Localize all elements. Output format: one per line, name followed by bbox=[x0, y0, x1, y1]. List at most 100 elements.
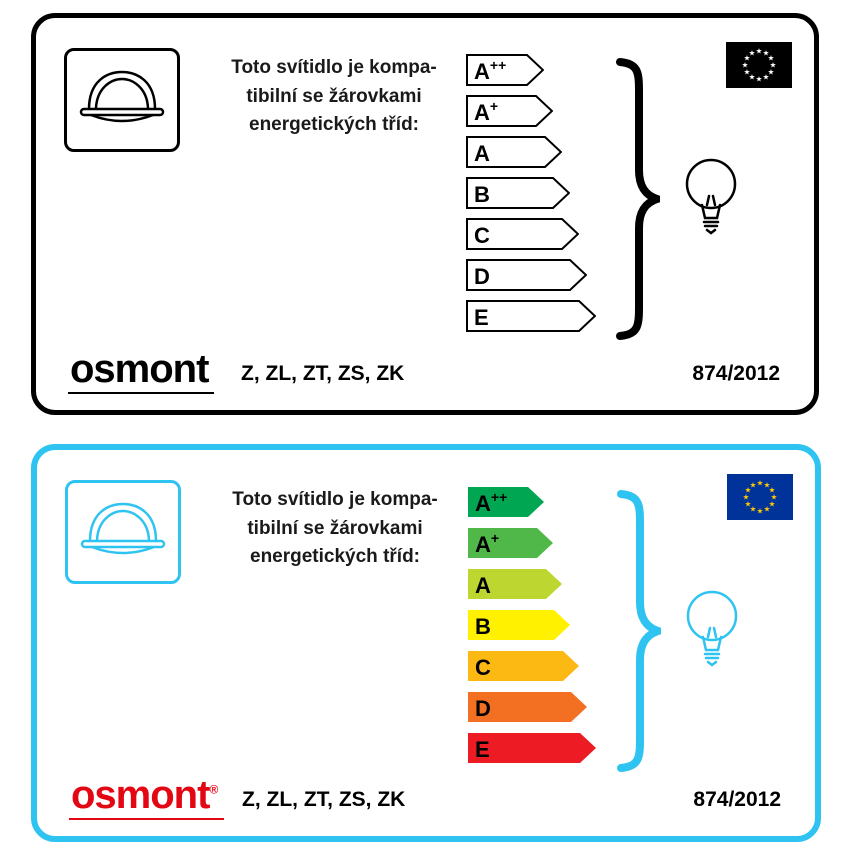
lamp-base-plate bbox=[79, 107, 165, 117]
energy-class-label: E bbox=[474, 305, 489, 330]
ceiling-lamp-icon bbox=[79, 70, 165, 123]
energy-arrow: A++ bbox=[468, 487, 544, 517]
energy-class-label: E bbox=[475, 737, 490, 762]
svg-text:★: ★ bbox=[763, 73, 770, 82]
svg-text:★: ★ bbox=[756, 75, 763, 84]
lamp-base-plate bbox=[80, 539, 166, 549]
energy-arrow-shape bbox=[466, 95, 553, 127]
svg-text:★: ★ bbox=[745, 500, 752, 509]
brand-logo-text: osmont bbox=[70, 347, 209, 391]
energy-arrow: B bbox=[468, 610, 570, 640]
curly-brace-icon bbox=[616, 58, 660, 340]
energy-class-label: C bbox=[475, 655, 491, 680]
svg-text:★: ★ bbox=[763, 49, 770, 58]
regulation-number: 874/2012 bbox=[693, 788, 781, 811]
svg-text:★: ★ bbox=[770, 61, 777, 70]
energy-arrow: D bbox=[466, 259, 587, 291]
lamp-lens-arc bbox=[90, 113, 154, 123]
lamp-dome-inner bbox=[94, 77, 150, 109]
energy-arrow: E bbox=[466, 300, 596, 332]
svg-text:★: ★ bbox=[757, 479, 764, 488]
lamp-dome-inner bbox=[95, 509, 151, 541]
eu-flag-field bbox=[726, 42, 792, 88]
eu-flag-field bbox=[727, 474, 793, 520]
eu-flag-icon: ★★★ ★★★ ★★★ ★★★ bbox=[726, 42, 792, 88]
energy-class-scale: A++ A+ A B C D E bbox=[466, 54, 596, 332]
compatibility-text-line: Toto svítidlo je kompa- bbox=[232, 489, 438, 510]
energy-class-label: C bbox=[474, 223, 490, 248]
svg-text:★: ★ bbox=[749, 49, 756, 58]
energy-arrow: B bbox=[466, 177, 570, 209]
energy-arrow-shape bbox=[468, 733, 596, 763]
energy-arrow: A+ bbox=[468, 528, 553, 558]
compatibility-text-line: tibilní se žárovkami bbox=[247, 517, 423, 539]
eu-flag-stars: ★★★ ★★★ ★★★ ★★★ bbox=[742, 47, 777, 84]
compatibility-text: Toto svítidlo je kompa- tibilní se žárov… bbox=[184, 54, 484, 140]
svg-text:★: ★ bbox=[750, 505, 757, 514]
eu-flag-stars: ★★★ ★★★ ★★★ ★★★ bbox=[743, 479, 778, 516]
svg-text:★: ★ bbox=[744, 54, 751, 63]
energy-arrow-shape bbox=[466, 218, 579, 250]
energy-arrow-shape bbox=[466, 300, 596, 332]
svg-text:★: ★ bbox=[750, 481, 757, 490]
svg-text:★: ★ bbox=[768, 68, 775, 77]
svg-text:★: ★ bbox=[769, 486, 776, 495]
brand-logo: osmont bbox=[68, 347, 215, 394]
svg-text:★: ★ bbox=[756, 47, 763, 56]
luminaire-icon-box bbox=[64, 48, 180, 152]
compatibility-text-line: energetických tříd: bbox=[249, 114, 419, 135]
svg-text:★: ★ bbox=[764, 481, 771, 490]
energy-arrow: C bbox=[468, 651, 579, 681]
brand-logo: osmont® bbox=[69, 773, 225, 820]
energy-arrow: A+ bbox=[466, 95, 553, 127]
svg-text:★: ★ bbox=[764, 505, 771, 514]
svg-text:★: ★ bbox=[743, 493, 750, 502]
energy-arrow-shape bbox=[466, 136, 562, 168]
energy-arrow: C bbox=[466, 218, 579, 250]
energy-class-label: D bbox=[474, 264, 490, 289]
svg-text:★: ★ bbox=[769, 500, 776, 509]
brand-logo-text: osmont bbox=[71, 773, 210, 817]
compatibility-text: Toto svítidlo je kompa- tibilní se žárov… bbox=[185, 486, 485, 572]
energy-arrow: D bbox=[468, 692, 587, 722]
compatibility-text-line: Toto svítidlo je kompa- bbox=[231, 57, 437, 78]
energy-arrow: A bbox=[468, 569, 562, 599]
luminaire-icon-box bbox=[65, 480, 181, 584]
curly-brace-icon bbox=[617, 490, 661, 772]
eu-flag-icon: ★★★ ★★★ ★★★ ★★★ bbox=[727, 474, 793, 520]
energy-class-scale: A++ A+ A B C D E bbox=[467, 486, 597, 764]
energy-class-label: A bbox=[475, 573, 491, 598]
energy-arrow-shape bbox=[468, 692, 587, 722]
energy-arrow-shape bbox=[468, 610, 570, 640]
light-bulb-icon bbox=[685, 158, 737, 235]
model-list-text: Z, ZL, ZT, ZS, ZK bbox=[241, 362, 405, 385]
energy-class-label: A+ bbox=[475, 530, 499, 557]
svg-text:★: ★ bbox=[757, 507, 764, 516]
energy-arrow: A++ bbox=[466, 54, 544, 86]
energy-arrow-shape bbox=[466, 177, 570, 209]
light-bulb-icon bbox=[686, 590, 738, 667]
energy-class-label: B bbox=[474, 182, 490, 207]
energy-arrow: E bbox=[468, 733, 596, 763]
svg-text:★: ★ bbox=[768, 54, 775, 63]
regulation-number: 874/2012 bbox=[692, 362, 780, 385]
energy-class-label: A bbox=[474, 141, 490, 166]
svg-text:★: ★ bbox=[749, 73, 756, 82]
svg-text:★: ★ bbox=[744, 68, 751, 77]
lamp-dome-outer bbox=[88, 502, 158, 542]
energy-arrow-shape bbox=[468, 569, 562, 599]
energy-arrow-shape bbox=[468, 528, 553, 558]
model-list-text: Z, ZL, ZT, ZS, ZK bbox=[242, 788, 406, 811]
compatibility-text-line: energetických tříd: bbox=[250, 546, 420, 567]
energy-arrow-shape bbox=[466, 54, 544, 86]
lamp-lens-arc bbox=[91, 545, 155, 555]
ceiling-lamp-icon bbox=[80, 502, 166, 555]
energy-arrow-shape bbox=[468, 651, 579, 681]
lamp-dome-outer bbox=[87, 70, 157, 110]
energy-arrow-shape bbox=[468, 487, 544, 517]
svg-text:★: ★ bbox=[745, 486, 752, 495]
registered-mark: ® bbox=[209, 782, 219, 797]
energy-class-label: A++ bbox=[474, 57, 506, 84]
energy-label-card-monochrome: Toto svítidlo je kompa- tibilní se žárov… bbox=[31, 13, 819, 415]
compatibility-text-line: tibilní se žárovkami bbox=[246, 85, 422, 107]
